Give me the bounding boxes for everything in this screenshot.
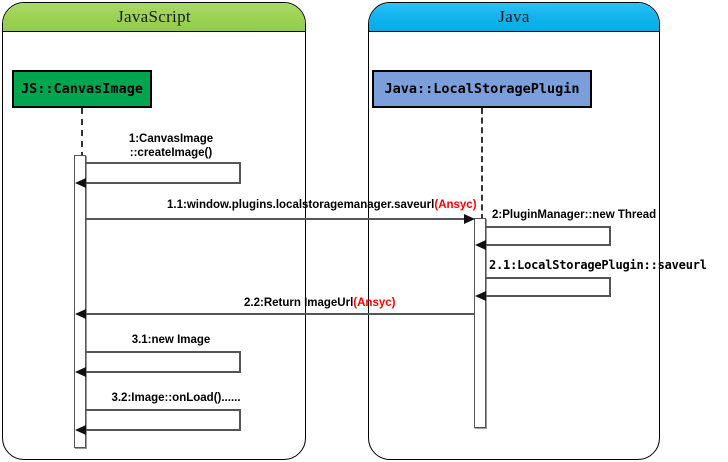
message-1-top-segment — [86, 162, 241, 164]
message-2-1-bottom-segment — [486, 295, 611, 297]
message-1-1-async-tag: (Ansyc) — [434, 199, 477, 211]
message-1-1-line — [86, 218, 473, 220]
message-label-1-line1: 1:CanvasImage — [128, 133, 214, 145]
activation-bar-java — [474, 218, 486, 428]
message-3-1-arrowhead-icon — [75, 367, 86, 377]
message-label-3-2: 3.2:Image::onLoad()...... — [111, 392, 241, 404]
message-1-arrowhead-icon — [75, 178, 86, 188]
message-2-top-segment — [486, 226, 611, 228]
message-2-arrowhead-icon — [475, 240, 486, 250]
message-3-1-top-segment — [86, 351, 241, 353]
message-2-1-right-segment — [609, 277, 611, 295]
message-2-2-async-tag: (Ansyc) — [353, 297, 396, 309]
message-2-1-arrowhead-icon — [475, 291, 486, 301]
message-2-bottom-segment — [486, 244, 611, 246]
message-1-1-text: 1.1:window.plugins.localstoragemanager.s… — [167, 199, 435, 211]
message-2-2-arrowhead-icon — [75, 309, 86, 319]
message-label-2-2: 2.2:Return ImageUrl(Ansyc) — [244, 296, 395, 310]
message-label-2: 2:PluginManager::new Thread — [492, 209, 657, 221]
message-1-right-segment — [239, 162, 241, 182]
message-3-2-top-segment — [86, 409, 241, 411]
message-3-2-bottom-segment — [86, 429, 241, 431]
activation-bar-javascript — [74, 155, 86, 448]
message-2-right-segment — [609, 226, 611, 244]
object-box-js-canvasimage[interactable]: JS::CanvasImage — [12, 70, 152, 108]
message-1-1-arrowhead-icon — [464, 214, 475, 224]
message-3-1-right-segment — [239, 351, 241, 371]
message-3-2-right-segment — [239, 409, 241, 429]
message-label-2-1: 2.1:LocalStoragePlugin::saveurl — [489, 258, 707, 272]
message-3-2-arrowhead-icon — [75, 425, 86, 435]
message-1-bottom-segment — [86, 182, 241, 184]
message-2-2-line — [86, 313, 474, 315]
message-2-1-top-segment — [486, 277, 611, 279]
object-box-java-localstorageplugin[interactable]: Java::LocalStoragePlugin — [372, 70, 592, 108]
lifeline-java — [481, 108, 483, 220]
frame-title-java: Java — [369, 3, 659, 32]
message-2-2-text: 2.2:Return ImageUrl — [244, 297, 354, 309]
message-label-1-line2: ::createImage() — [129, 147, 213, 159]
message-label-1-1: 1.1:window.plugins.localstoragemanager.s… — [167, 198, 477, 212]
message-3-1-bottom-segment — [86, 371, 241, 373]
frame-title-javascript: JavaScript — [3, 3, 305, 32]
message-label-3-1: 3.1:new Image — [131, 334, 211, 346]
lifeline-javascript — [81, 108, 83, 158]
participant-frame-java: Java — [368, 2, 660, 460]
